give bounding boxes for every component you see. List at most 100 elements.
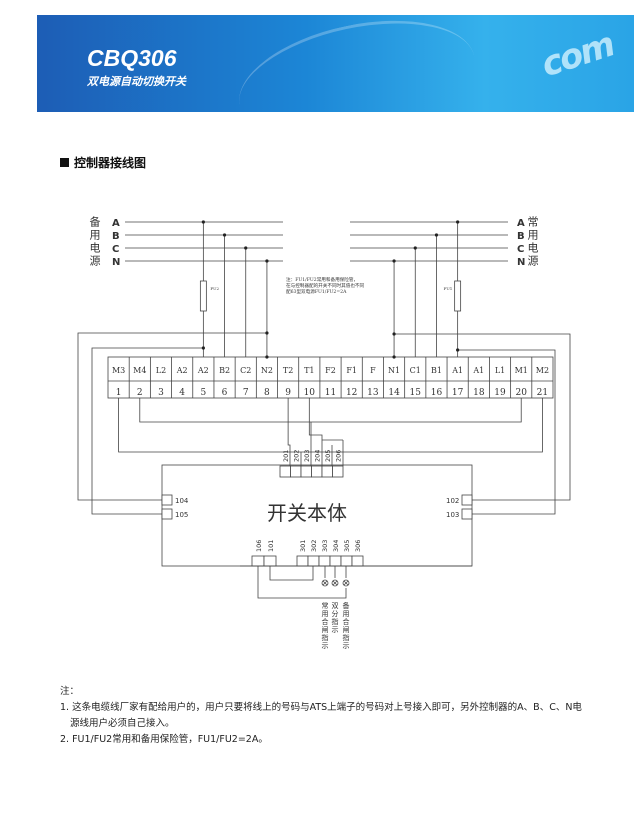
terminal-number: 8 (264, 388, 270, 398)
bottom-terminal-label: 301 (299, 540, 307, 552)
terminal-label: M3 (112, 366, 125, 375)
junction-dot (265, 331, 269, 335)
indicator-label-normal-close: 常用合闸指示 (321, 602, 329, 650)
left-terminal (161, 494, 173, 506)
right-phase-label: N (517, 257, 525, 268)
left-source-label: 备用电源 (88, 216, 101, 268)
terminal-number: 14 (388, 388, 400, 398)
top-terminal (290, 465, 302, 478)
bottom-terminal-label: 302 (310, 540, 318, 552)
terminal-number: 17 (452, 388, 464, 398)
bottom-terminal-label: 306 (354, 540, 362, 552)
wire (139, 398, 522, 423)
bottom-terminal (263, 555, 277, 567)
top-terminal (321, 465, 333, 478)
terminal-number: 20 (515, 388, 527, 398)
left-terminal-label: 104 (175, 497, 189, 505)
terminal-label: M2 (536, 366, 549, 375)
terminal-label: C1 (410, 366, 421, 375)
terminal-number: 5 (200, 388, 206, 398)
junction-dot (265, 355, 269, 359)
junction-dot (201, 346, 205, 350)
fuse-fu1 (454, 280, 462, 312)
top-terminal (311, 465, 323, 478)
bottom-terminal-label: 305 (343, 540, 351, 552)
terminal-number: 6 (222, 388, 228, 398)
fuse-note-line: 在与控制器配的开关不同时其值也不同 (286, 282, 365, 289)
wire (77, 332, 267, 501)
top-terminal (300, 465, 312, 478)
right-phase-label: B (517, 231, 525, 242)
bottom-terminal (340, 555, 353, 567)
terminal-number: 15 (410, 388, 422, 398)
top-terminal-label: 206 (335, 450, 343, 462)
terminal-number: 7 (243, 388, 249, 398)
terminal-label: A2 (197, 366, 209, 375)
wire (118, 398, 543, 453)
fuse-note-line: 配63型双电源FU1/FU2=2A (286, 288, 347, 295)
terminal-number: 19 (494, 388, 506, 398)
wire (257, 566, 347, 599)
square-bullet-icon (60, 158, 69, 167)
terminal-label: F1 (346, 366, 357, 375)
lamp-cross (343, 580, 349, 586)
wire (394, 333, 571, 501)
lamp-cross (322, 580, 328, 586)
terminal-label: M1 (515, 366, 528, 375)
fuse-fu2 (199, 280, 207, 312)
terminal-label: A1 (451, 366, 463, 375)
terminal-label: F2 (325, 366, 336, 375)
terminal-label: T1 (304, 366, 314, 375)
top-terminal (332, 465, 344, 478)
bottom-terminal (296, 555, 309, 567)
top-terminal (279, 465, 291, 478)
right-phase-label: A (517, 218, 525, 229)
terminal-number: 18 (473, 388, 485, 398)
terminal-label: B2 (219, 366, 230, 375)
wire (308, 398, 323, 466)
terminal-number: 1 (116, 388, 122, 398)
terminal-label: B1 (431, 366, 442, 375)
wire (287, 398, 291, 466)
terminal-number: 12 (346, 388, 357, 398)
right-source-label: 常用电源 (526, 216, 539, 268)
junction-dot (201, 220, 205, 224)
left-terminal (161, 508, 173, 520)
product-title: CBQ306 (87, 45, 177, 71)
terminal-number: 16 (431, 388, 443, 398)
notes: 注： 1. 这条电缆线厂家有配给用户的，用户只要将线上的号码与ATS上端子的号码… (60, 684, 600, 748)
junction-dot (244, 246, 248, 250)
bottom-terminal (351, 555, 364, 567)
terminal-label: A2 (176, 366, 188, 375)
right-phase-label: C (517, 244, 524, 255)
top-terminal-label: 201 (282, 450, 290, 462)
terminal-label: T2 (283, 366, 293, 375)
terminal-number: 4 (179, 388, 185, 398)
terminal-number: 2 (137, 388, 143, 398)
terminal-number: 9 (285, 388, 291, 398)
terminal-number: 11 (325, 388, 336, 398)
fuse-fu2-label: FU2 (210, 286, 219, 291)
left-phase-label: A (112, 218, 120, 229)
terminal-label: F (370, 366, 376, 375)
junction-dot (392, 259, 396, 263)
junction-dot (456, 220, 460, 224)
fuse-note-line: 注：FU1/FU2常用和备用保险管， (286, 276, 358, 283)
junction-dot (413, 246, 417, 250)
left-phase-label: C (112, 244, 119, 255)
bottom-terminal-label: 303 (321, 540, 329, 552)
bottom-terminal (251, 555, 265, 567)
top-terminal-label: 202 (293, 450, 301, 462)
bottom-terminal-label: 101 (267, 540, 275, 552)
terminal-label: N1 (388, 366, 400, 375)
switch-body-title: 开关本体 (267, 501, 347, 525)
wire (269, 566, 314, 581)
bottom-terminal (318, 555, 331, 567)
section-heading: 控制器接线图 (60, 154, 146, 171)
notes-title: 注： (60, 686, 80, 697)
terminal-label: N2 (261, 366, 273, 375)
left-terminal-label: 105 (175, 511, 188, 519)
bottom-terminal-label: 304 (332, 540, 340, 552)
junction-dot (456, 348, 460, 352)
lamp-cross (332, 580, 338, 586)
